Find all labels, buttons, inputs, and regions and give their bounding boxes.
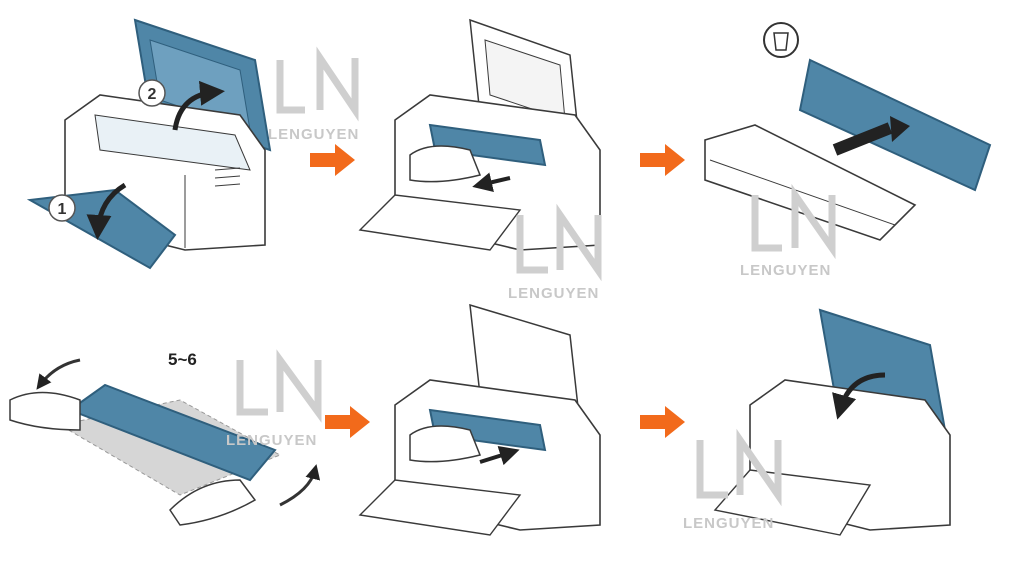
panel-shake-cartridge: 5~6	[9, 350, 321, 526]
shake-arrow-left-icon	[36, 358, 81, 390]
insert-arrow-icon	[479, 446, 520, 466]
watermark-logo-mark	[276, 46, 359, 122]
step-badge-1	[48, 194, 76, 222]
watermark-logo-mark	[236, 349, 322, 423]
right-hand	[169, 479, 257, 526]
panel-open-covers: 2 1	[26, 18, 272, 270]
shake-count-label: 5~6	[168, 350, 197, 369]
recycle-bin-icon	[763, 22, 799, 58]
open-lid-arrow-icon	[172, 80, 225, 131]
step-badge-1-label: 1	[58, 201, 67, 218]
hand	[409, 425, 482, 463]
panel-pull-cartridge	[358, 18, 601, 251]
watermark-logo-mark	[516, 203, 602, 282]
panel-insert-cartridge	[358, 303, 601, 536]
panel-unpack-cartridge	[704, 22, 992, 241]
step-badge-2-label: 2	[148, 86, 157, 103]
hand	[409, 145, 482, 183]
next-step-arrow-icon	[640, 144, 685, 176]
watermark-logo-mark	[696, 428, 782, 507]
output-tray	[358, 194, 522, 251]
watermark-text: LENGUYEN	[740, 262, 832, 279]
panel-close-cover	[713, 308, 951, 536]
shake-arrow-right-icon	[279, 464, 321, 507]
close-cover-arrow-icon	[832, 372, 886, 420]
open-tray-arrow-icon	[86, 182, 127, 240]
left-hand	[9, 391, 81, 431]
watermark-text: LENGUYEN	[508, 285, 600, 302]
step-badge-2	[138, 79, 166, 107]
watermark-text: LENGUYEN	[226, 432, 318, 449]
next-step-arrow-icon	[310, 144, 355, 176]
watermark-text: LENGUYEN	[268, 126, 360, 143]
new-toner-cartridge	[704, 124, 917, 241]
watermark-logo-mark	[751, 183, 836, 260]
toner-cartridge	[428, 123, 547, 167]
next-step-arrow-icon	[640, 406, 685, 438]
remove-packaging-arrow-icon	[832, 122, 893, 156]
next-step-arrow-icon	[325, 406, 370, 438]
step-arrows	[310, 144, 685, 438]
output-tray	[358, 479, 522, 536]
toner-cartridge	[67, 383, 277, 482]
pull-arrow-icon	[472, 172, 511, 193]
watermark-logos	[236, 46, 836, 507]
watermark-text: LENGUYEN	[683, 515, 775, 532]
